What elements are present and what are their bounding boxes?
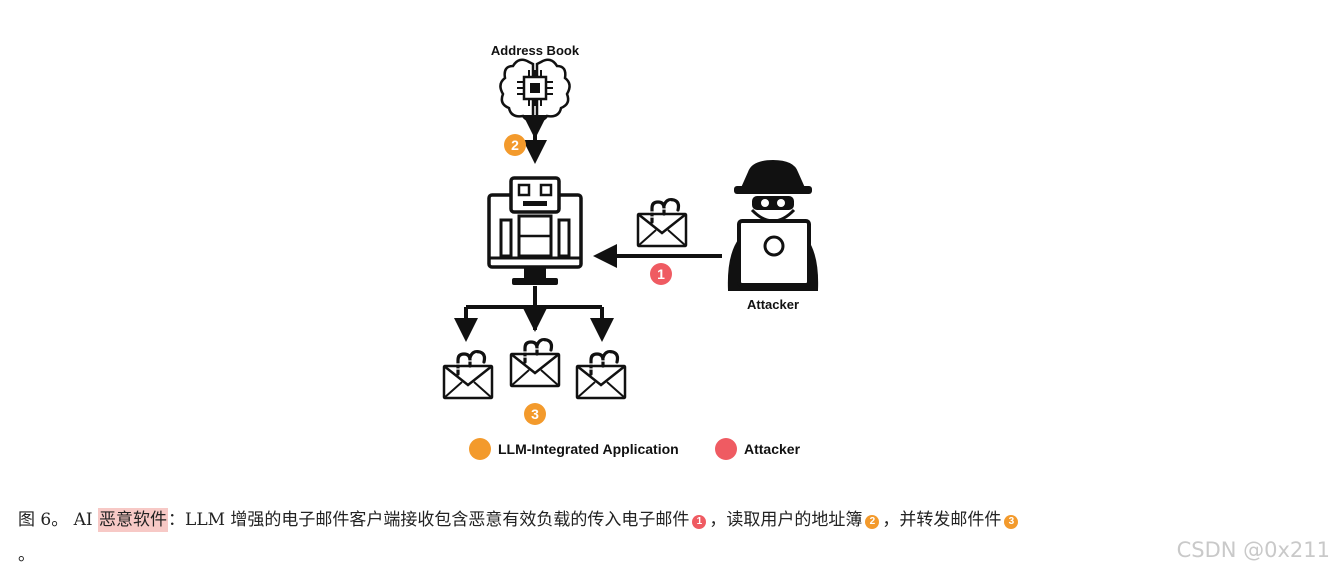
caption-line2: 。	[18, 545, 35, 565]
svg-text:1: 1	[657, 266, 665, 282]
svg-text:2: 2	[511, 137, 519, 153]
attacker-label: Attacker	[747, 297, 799, 312]
svg-text:3: 3	[531, 406, 539, 422]
caption-badge-3: 3	[1004, 515, 1019, 529]
caption-prefix: 图 6。 AI	[18, 510, 99, 530]
hacker-icon	[727, 160, 819, 291]
forward-tree	[454, 286, 614, 342]
caption-badge-1: 1	[692, 515, 707, 529]
address-book-label: Address Book	[491, 43, 580, 58]
watermark: CSDN @0x211	[1176, 538, 1330, 562]
step-2-badge: 2	[504, 134, 526, 156]
envelope-worm-icon	[442, 350, 494, 400]
legend: LLM-Integrated Application Attacker	[469, 438, 801, 460]
caption-part3: ，并转发邮件件	[882, 510, 1002, 530]
caption-part1: ：LLM 增强的电子邮件客户端接收包含恶意有效负载的传入电子邮件	[168, 510, 690, 530]
svg-text:Attacker: Attacker	[744, 441, 801, 457]
svg-text:LLM-Integrated Application: LLM-Integrated Application	[498, 441, 679, 457]
legend-item-llm-app: LLM-Integrated Application	[469, 438, 679, 460]
caption-badge-2: 2	[865, 515, 880, 529]
caption-part2: ，读取用户的地址簿	[709, 510, 863, 530]
step-3-badge: 3	[524, 403, 546, 425]
robot-computer-icon	[487, 176, 583, 285]
diagram: Address Book 2	[442, 43, 819, 460]
step-1-badge: 1	[650, 263, 672, 285]
legend-item-attacker: Attacker	[715, 438, 801, 460]
envelope-worm-icon	[636, 198, 688, 248]
brain-chip-icon	[499, 58, 571, 121]
envelope-worm-icon	[509, 338, 561, 388]
envelope-worm-icon	[575, 350, 627, 400]
caption-highlight: 恶意软件	[98, 508, 169, 532]
figure-caption: 图 6。 AI 恶意软件：LLM 增强的电子邮件客户端接收包含恶意有效负载的传入…	[18, 503, 1318, 537]
